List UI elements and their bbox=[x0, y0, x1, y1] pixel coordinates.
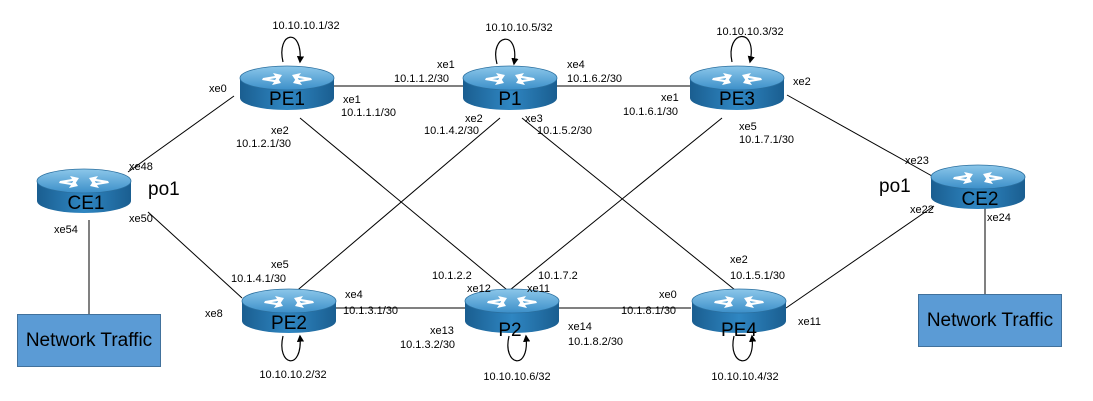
router-ce2[interactable]: CE2 bbox=[930, 164, 1026, 210]
port-channel-label: po1 bbox=[879, 176, 911, 197]
interface-label: xe14 bbox=[568, 321, 592, 333]
router-label-p2: P2 bbox=[498, 320, 521, 341]
router-label-p1: P1 bbox=[498, 89, 521, 110]
router-p1[interactable]: P1 bbox=[462, 65, 558, 111]
ip-label: 10.1.6.2/30 bbox=[567, 73, 622, 85]
network-traffic-box-left: Network Traffic bbox=[17, 314, 161, 367]
router-pe4[interactable]: PE4 bbox=[691, 288, 787, 341]
ip-label: 10.1.3.1/30 bbox=[343, 305, 398, 317]
ip-label: 10.1.6.1/30 bbox=[623, 106, 678, 118]
loop-arrow-pe1 bbox=[281, 36, 305, 64]
interface-label: xe13 bbox=[430, 325, 454, 337]
ip-label: 10.1.7.1/30 bbox=[739, 134, 794, 146]
interface-label: xe48 bbox=[129, 161, 153, 173]
interface-label: xe1 bbox=[661, 92, 679, 104]
router-pe3[interactable]: PE3 bbox=[689, 65, 785, 111]
router-label-ce2: CE2 bbox=[962, 189, 999, 210]
network-traffic-box-right: Network Traffic bbox=[918, 294, 1062, 347]
router-pe1[interactable]: PE1 bbox=[239, 65, 335, 111]
ip-label: 10.1.1.2/30 bbox=[394, 73, 449, 85]
interface-label: xe8 bbox=[205, 308, 223, 320]
ip-label: 10.1.8.2/30 bbox=[568, 336, 623, 348]
port-channel-label: po1 bbox=[148, 179, 180, 200]
ip-label: 10.1.8.1/30 bbox=[621, 305, 676, 317]
router-p2[interactable]: P2 bbox=[464, 288, 560, 341]
interface-label: xe23 bbox=[905, 155, 929, 167]
link-pe3-p2 bbox=[504, 117, 723, 295]
loopback-label-pe2: 10.10.10.2/32 bbox=[259, 369, 326, 381]
ip-label: 10.1.1.1/30 bbox=[341, 107, 396, 119]
link-pe3-ce2 bbox=[786, 94, 933, 177]
interface-label: xe4 bbox=[567, 59, 585, 71]
interface-label: xe5 bbox=[271, 259, 289, 271]
interface-label: xe0 bbox=[659, 289, 677, 301]
interface-label: xe11 bbox=[798, 316, 821, 328]
interface-label: xe0 bbox=[209, 83, 227, 95]
router-label-pe1: PE1 bbox=[269, 89, 305, 110]
ip-label: 10.1.5.2/30 bbox=[537, 125, 592, 137]
ip-label: 10.1.2.2 bbox=[432, 270, 472, 282]
interface-label: xe1 bbox=[343, 94, 361, 106]
interface-label: xe50 bbox=[129, 213, 153, 225]
loopback-label-pe3: 10.10.10.3/32 bbox=[716, 26, 783, 38]
ip-label: 10.1.5.1/30 bbox=[730, 270, 785, 282]
ip-label: 10.1.2.1/30 bbox=[236, 138, 291, 150]
loop-arrow-p2 bbox=[507, 334, 531, 362]
interface-label: xe5 bbox=[739, 121, 757, 133]
link-p1-pe2 bbox=[292, 117, 501, 295]
interface-label: xe2 bbox=[271, 125, 289, 137]
interface-label: xe22 bbox=[910, 204, 934, 216]
interface-label: xe1 bbox=[437, 59, 455, 71]
router-pe2[interactable]: PE2 bbox=[241, 288, 337, 334]
router-label-pe3: PE3 bbox=[719, 89, 755, 110]
link-pe1-p2 bbox=[299, 117, 513, 295]
ip-label: 10.1.4.2/30 bbox=[424, 125, 479, 137]
interface-label: xe11 bbox=[527, 283, 550, 295]
ip-label: 10.1.3.2/30 bbox=[400, 339, 455, 351]
loop-arrow-pe2 bbox=[281, 334, 305, 362]
links bbox=[88, 85, 986, 314]
link-p1-pe4 bbox=[521, 117, 741, 295]
loop-arrow-pe4 bbox=[732, 334, 757, 362]
loopback-label-p2: 10.10.10.6/32 bbox=[483, 371, 550, 383]
link-ce1-pe2 bbox=[147, 211, 243, 299]
interface-label: xe2 bbox=[730, 254, 748, 266]
loop-arrow-pe3 bbox=[730, 35, 755, 64]
loopback-label-pe1: 10.10.10.1/32 bbox=[272, 20, 339, 32]
link-ce1-pe1 bbox=[127, 95, 235, 173]
interface-label: xe3 bbox=[525, 113, 543, 125]
router-label-pe4: PE4 bbox=[721, 320, 757, 341]
interface-label: xe2 bbox=[465, 113, 483, 125]
ip-label: 10.1.7.2 bbox=[538, 270, 578, 282]
router-label-pe2: PE2 bbox=[271, 313, 307, 334]
ip-label: 10.1.4.1/30 bbox=[231, 273, 286, 285]
link-pe4-ce2 bbox=[785, 205, 935, 309]
router-ce1[interactable]: CE1 bbox=[36, 168, 132, 214]
router-label-ce1: CE1 bbox=[68, 193, 105, 214]
interface-label: xe12 bbox=[467, 283, 491, 295]
loopback-arrows bbox=[281, 35, 757, 362]
loopback-label-pe4: 10.10.10.4/32 bbox=[711, 371, 778, 383]
interface-label: xe2 bbox=[793, 76, 811, 88]
interface-label: xe54 bbox=[54, 224, 78, 236]
loopback-label-p1: 10.10.10.5/32 bbox=[485, 22, 552, 34]
interface-label: xe4 bbox=[345, 289, 363, 301]
loop-arrow-p1 bbox=[495, 38, 519, 66]
interface-label: xe24 bbox=[987, 212, 1011, 224]
